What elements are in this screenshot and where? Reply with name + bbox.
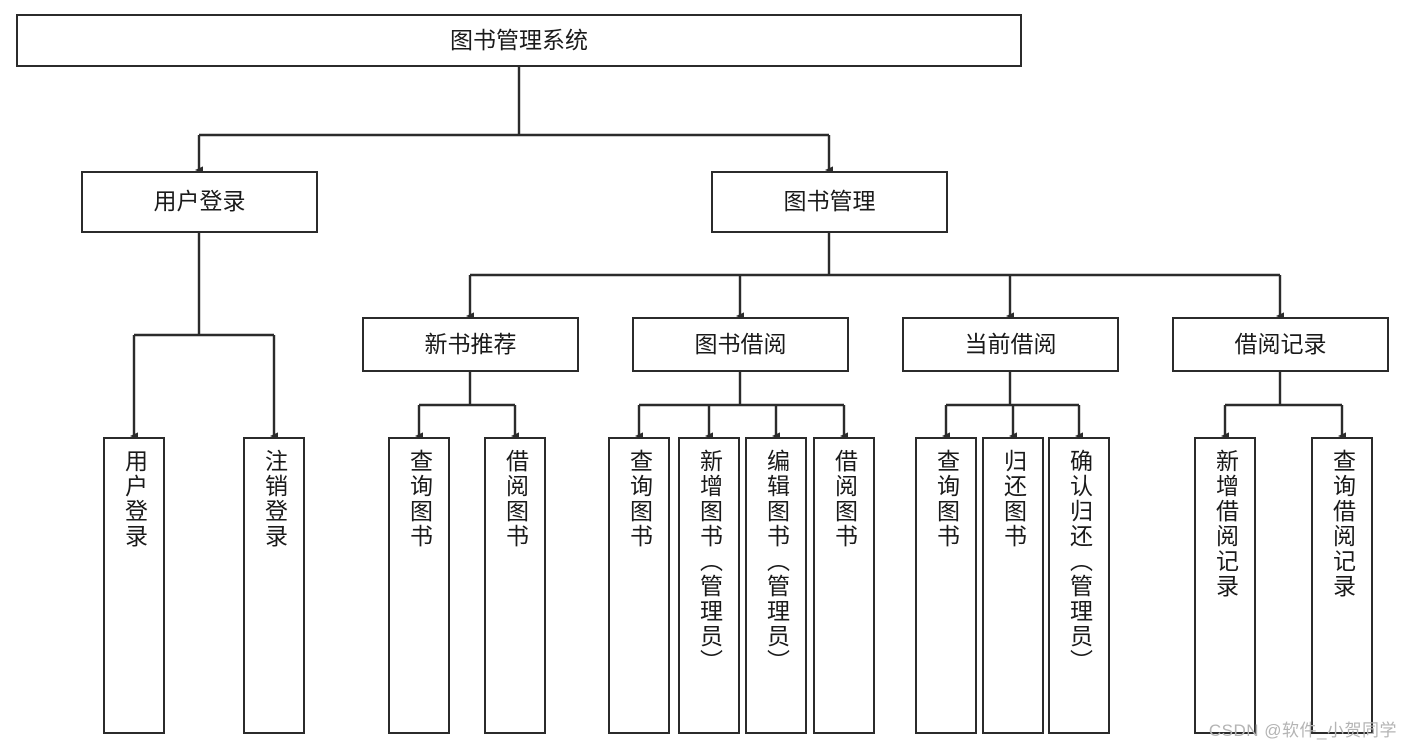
leaf-logout-label: 注销登录: [261, 449, 288, 549]
node-current-borrow-label: 当前借阅: [964, 330, 1057, 357]
leaf-edit-book-admin[interactable]: 编辑图书（管理员）: [745, 437, 807, 734]
node-book-management-label: 图书管理: [783, 188, 876, 215]
leaf-borrow-book-recommend-label: 借阅图书: [502, 449, 529, 549]
leaf-query-borrow-record[interactable]: 查询借阅记录: [1311, 437, 1373, 734]
leaf-query-book-recommend-label: 查询图书: [406, 449, 433, 549]
leaf-logout[interactable]: 注销登录: [243, 437, 305, 734]
leaf-add-borrow-record-label: 新增借阅记录: [1212, 449, 1239, 599]
node-new-book-recommend-label: 新书推荐: [424, 330, 517, 357]
leaf-edit-book-admin-label: 编辑图书（管理员）: [763, 449, 790, 674]
node-current-borrow[interactable]: 当前借阅: [902, 317, 1119, 372]
connector-book-management-to-level3: [466, 233, 1285, 320]
leaf-add-borrow-record[interactable]: 新增借阅记录: [1194, 437, 1256, 734]
connector-current-borrow-to-leaves: [942, 372, 1084, 440]
leaf-return-book[interactable]: 归还图书: [982, 437, 1044, 734]
node-new-book-recommend[interactable]: 新书推荐: [362, 317, 579, 372]
node-book-management-system[interactable]: 图书管理系统: [16, 14, 1022, 67]
leaf-borrow-book[interactable]: 借阅图书: [813, 437, 875, 734]
node-borrow-record-label: 借阅记录: [1234, 330, 1327, 357]
connector-book-borrow-to-leaves: [635, 372, 849, 440]
node-user-login-label: 用户登录: [153, 188, 246, 215]
leaf-query-book-current-label: 查询图书: [933, 449, 960, 549]
leaf-query-book-current[interactable]: 查询图书: [915, 437, 977, 734]
leaf-query-book-recommend[interactable]: 查询图书: [388, 437, 450, 734]
leaf-add-book-admin-label: 新增图书（管理员）: [696, 449, 723, 674]
node-book-borrow-label: 图书借阅: [694, 330, 787, 357]
connector-user-login-to-leaves: [130, 233, 279, 440]
leaf-borrow-book-recommend[interactable]: 借阅图书: [484, 437, 546, 734]
connector-borrow-record-to-leaves: [1221, 372, 1347, 440]
leaf-return-book-label: 归还图书: [1000, 449, 1027, 549]
csdn-watermark: CSDN @软件_小贺同学: [1208, 721, 1397, 740]
leaf-query-book-label: 查询图书: [626, 449, 653, 549]
connector-lines: [130, 67, 1347, 440]
node-book-management-system-label: 图书管理系统: [450, 26, 588, 53]
node-book-borrow[interactable]: 图书借阅: [632, 317, 849, 372]
leaf-borrow-book-label: 借阅图书: [831, 449, 858, 549]
connector-root-to-level2: [195, 67, 834, 174]
leaf-query-borrow-record-label: 查询借阅记录: [1329, 449, 1356, 599]
leaf-confirm-return-admin-label: 确认归还（管理员）: [1066, 449, 1093, 674]
node-borrow-record[interactable]: 借阅记录: [1172, 317, 1389, 372]
node-user-login[interactable]: 用户登录: [81, 171, 318, 233]
connector-new-book-recommend-to-leaves: [415, 372, 520, 440]
leaf-user-login-label: 用户登录: [121, 449, 148, 549]
leaf-user-login[interactable]: 用户登录: [103, 437, 165, 734]
leaf-confirm-return-admin[interactable]: 确认归还（管理员）: [1048, 437, 1110, 734]
leaf-add-book-admin[interactable]: 新增图书（管理员）: [678, 437, 740, 734]
node-book-management[interactable]: 图书管理: [711, 171, 948, 233]
leaf-query-book[interactable]: 查询图书: [608, 437, 670, 734]
